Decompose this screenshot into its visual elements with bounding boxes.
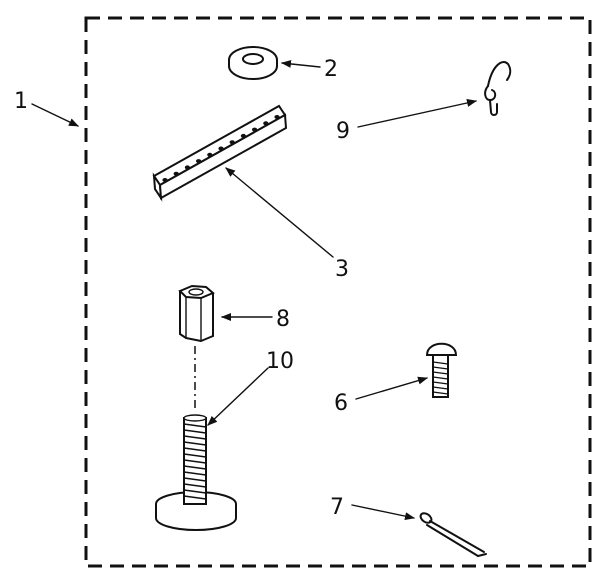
foot-thread-line	[183, 471, 207, 476]
foot-thread-line	[183, 489, 207, 494]
callout-7-label: 7	[330, 495, 344, 520]
hook-part	[484, 61, 512, 116]
cotter-pin-part	[419, 512, 487, 557]
callout-9-leader	[357, 99, 477, 128]
bolt-thread-line	[432, 391, 449, 395]
foot-thread-line	[183, 459, 207, 464]
callout-7-leader	[351, 504, 415, 521]
bolt-thread-line	[432, 386, 449, 390]
strap-part	[152, 104, 288, 202]
foot-thread-line	[183, 495, 207, 500]
callout-10-label: 10	[266, 349, 294, 374]
callout-3-leader	[225, 167, 334, 258]
leveling-foot-part	[155, 414, 237, 531]
foot-thread-line	[183, 477, 207, 482]
strap-hole	[229, 140, 235, 145]
strap-hole	[218, 146, 224, 151]
foot-thread-line	[183, 429, 207, 434]
strap-hole	[252, 127, 258, 132]
foot-thread-line	[183, 483, 207, 488]
foot-thread-line	[183, 453, 207, 458]
washer-part	[228, 46, 278, 80]
bolt-thread-line	[432, 381, 449, 385]
hex-nut-part	[178, 284, 215, 342]
carriage-bolt-part	[425, 342, 458, 398]
callout-9-label: 9	[336, 119, 350, 144]
strap-hole	[263, 121, 269, 126]
bolt-thread-line	[432, 366, 449, 370]
strap-hole	[184, 165, 190, 170]
strap-hole	[162, 178, 168, 182]
foot-thread-line	[183, 465, 207, 470]
bolt-thread-line	[432, 361, 449, 365]
callout-3-label: 3	[335, 257, 349, 282]
callout-2-label: 2	[324, 57, 338, 82]
strap-hole	[173, 171, 179, 176]
strap-hole	[207, 152, 213, 157]
callout-6-leader	[355, 376, 428, 400]
foot-thread-line	[183, 423, 207, 428]
callout-1-label: 1	[14, 89, 28, 114]
strap-hole	[240, 133, 246, 138]
callout-6-label: 6	[334, 391, 348, 416]
bolt-thread-line	[432, 376, 449, 380]
foot-thread-line	[183, 441, 207, 446]
callout-1-leader	[31, 103, 79, 127]
strap-hole	[196, 159, 202, 164]
callout-10-leader	[207, 367, 269, 426]
bolt-thread-line	[432, 371, 449, 375]
callout-2-leader	[281, 59, 321, 68]
strap-hole	[274, 115, 280, 119]
foot-thread-line	[183, 435, 207, 440]
callout-8-label: 8	[276, 307, 290, 332]
kit-boundary	[84, 16, 592, 568]
foot-thread-line	[183, 447, 207, 452]
